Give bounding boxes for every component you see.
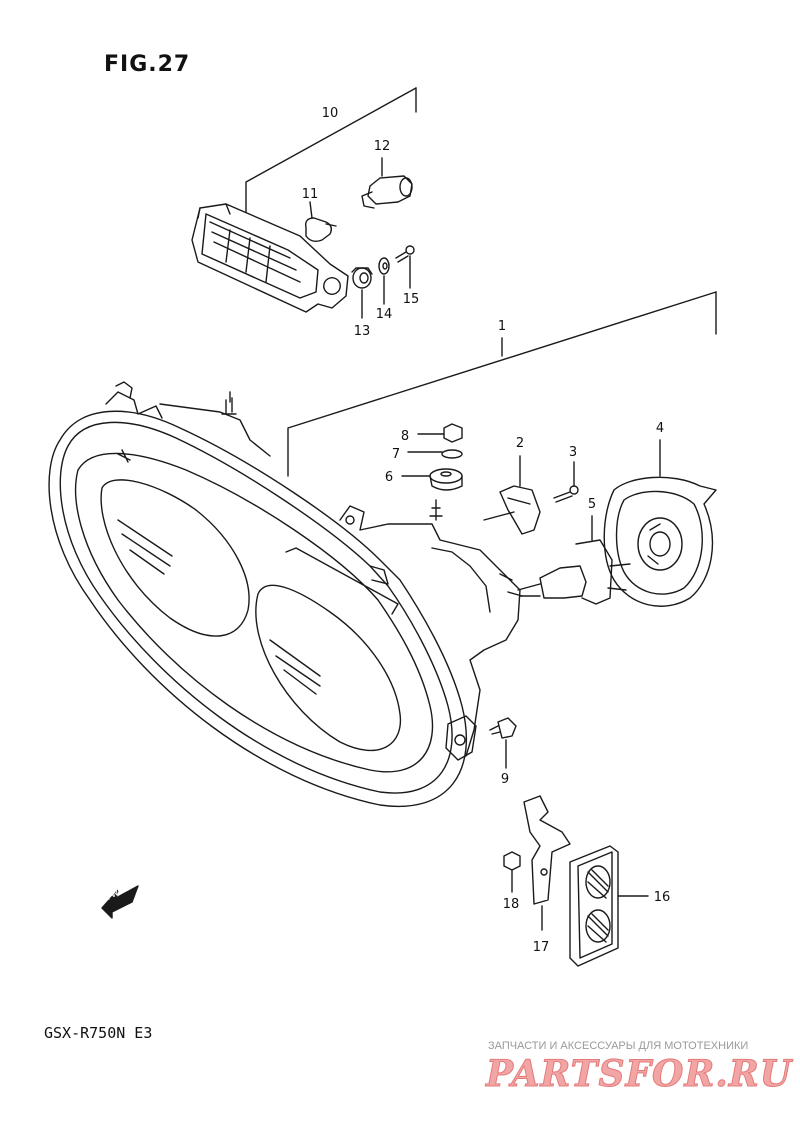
- cushion-6: [401, 468, 463, 491]
- model-label: GSX-R750N E3: [44, 1024, 153, 1042]
- callout-18: 18: [503, 897, 520, 912]
- bolt-9: [489, 717, 517, 769]
- socket-12: [361, 157, 413, 209]
- callout-17: 17: [533, 940, 550, 955]
- watermark-logo: PARTSFOR.RU: [485, 1053, 793, 1096]
- callout-14: 14: [376, 307, 393, 322]
- callout-16: 16: [654, 890, 671, 905]
- callout-8: 8: [401, 429, 409, 444]
- callout-12: 12: [374, 139, 391, 154]
- clamp-2: [483, 455, 541, 535]
- forward-arrow-icon: [101, 885, 139, 919]
- washer-14: [378, 257, 390, 305]
- bulb-11: [304, 201, 337, 243]
- screw-15: [395, 245, 415, 289]
- callout-10: 10: [322, 106, 339, 121]
- washer-7: [407, 449, 463, 459]
- callout-11: 11: [302, 187, 319, 202]
- reflector-16: [569, 845, 649, 967]
- grommet-13: [351, 267, 373, 319]
- figure-title: FIG.27: [104, 52, 191, 77]
- callout-6: 6: [385, 470, 393, 485]
- bracket-1: [287, 291, 717, 477]
- callout-1: 1: [498, 319, 506, 334]
- callout-9: 9: [501, 772, 509, 787]
- turn-signal-assembly: [191, 203, 349, 313]
- callout-4: 4: [656, 421, 664, 436]
- screw-3: [553, 461, 579, 503]
- callout-2: 2: [516, 436, 524, 451]
- watermark-tagline: ЗАПЧАСТИ И АКСЕССУАРЫ ДЛЯ МОТОТЕХНИКИ: [488, 1040, 749, 1052]
- socket-cover-4: [603, 439, 717, 607]
- callout-3: 3: [569, 445, 577, 460]
- callout-7: 7: [392, 447, 400, 462]
- callout-13: 13: [354, 324, 371, 339]
- bracket-17: [523, 795, 571, 931]
- nut-18: [503, 851, 521, 893]
- bulb-5: [517, 515, 631, 605]
- bracket-10: [245, 87, 417, 213]
- headlight-housing: [48, 381, 523, 808]
- callout-5: 5: [588, 497, 596, 512]
- callout-15: 15: [403, 292, 420, 307]
- nut-8: [417, 423, 463, 443]
